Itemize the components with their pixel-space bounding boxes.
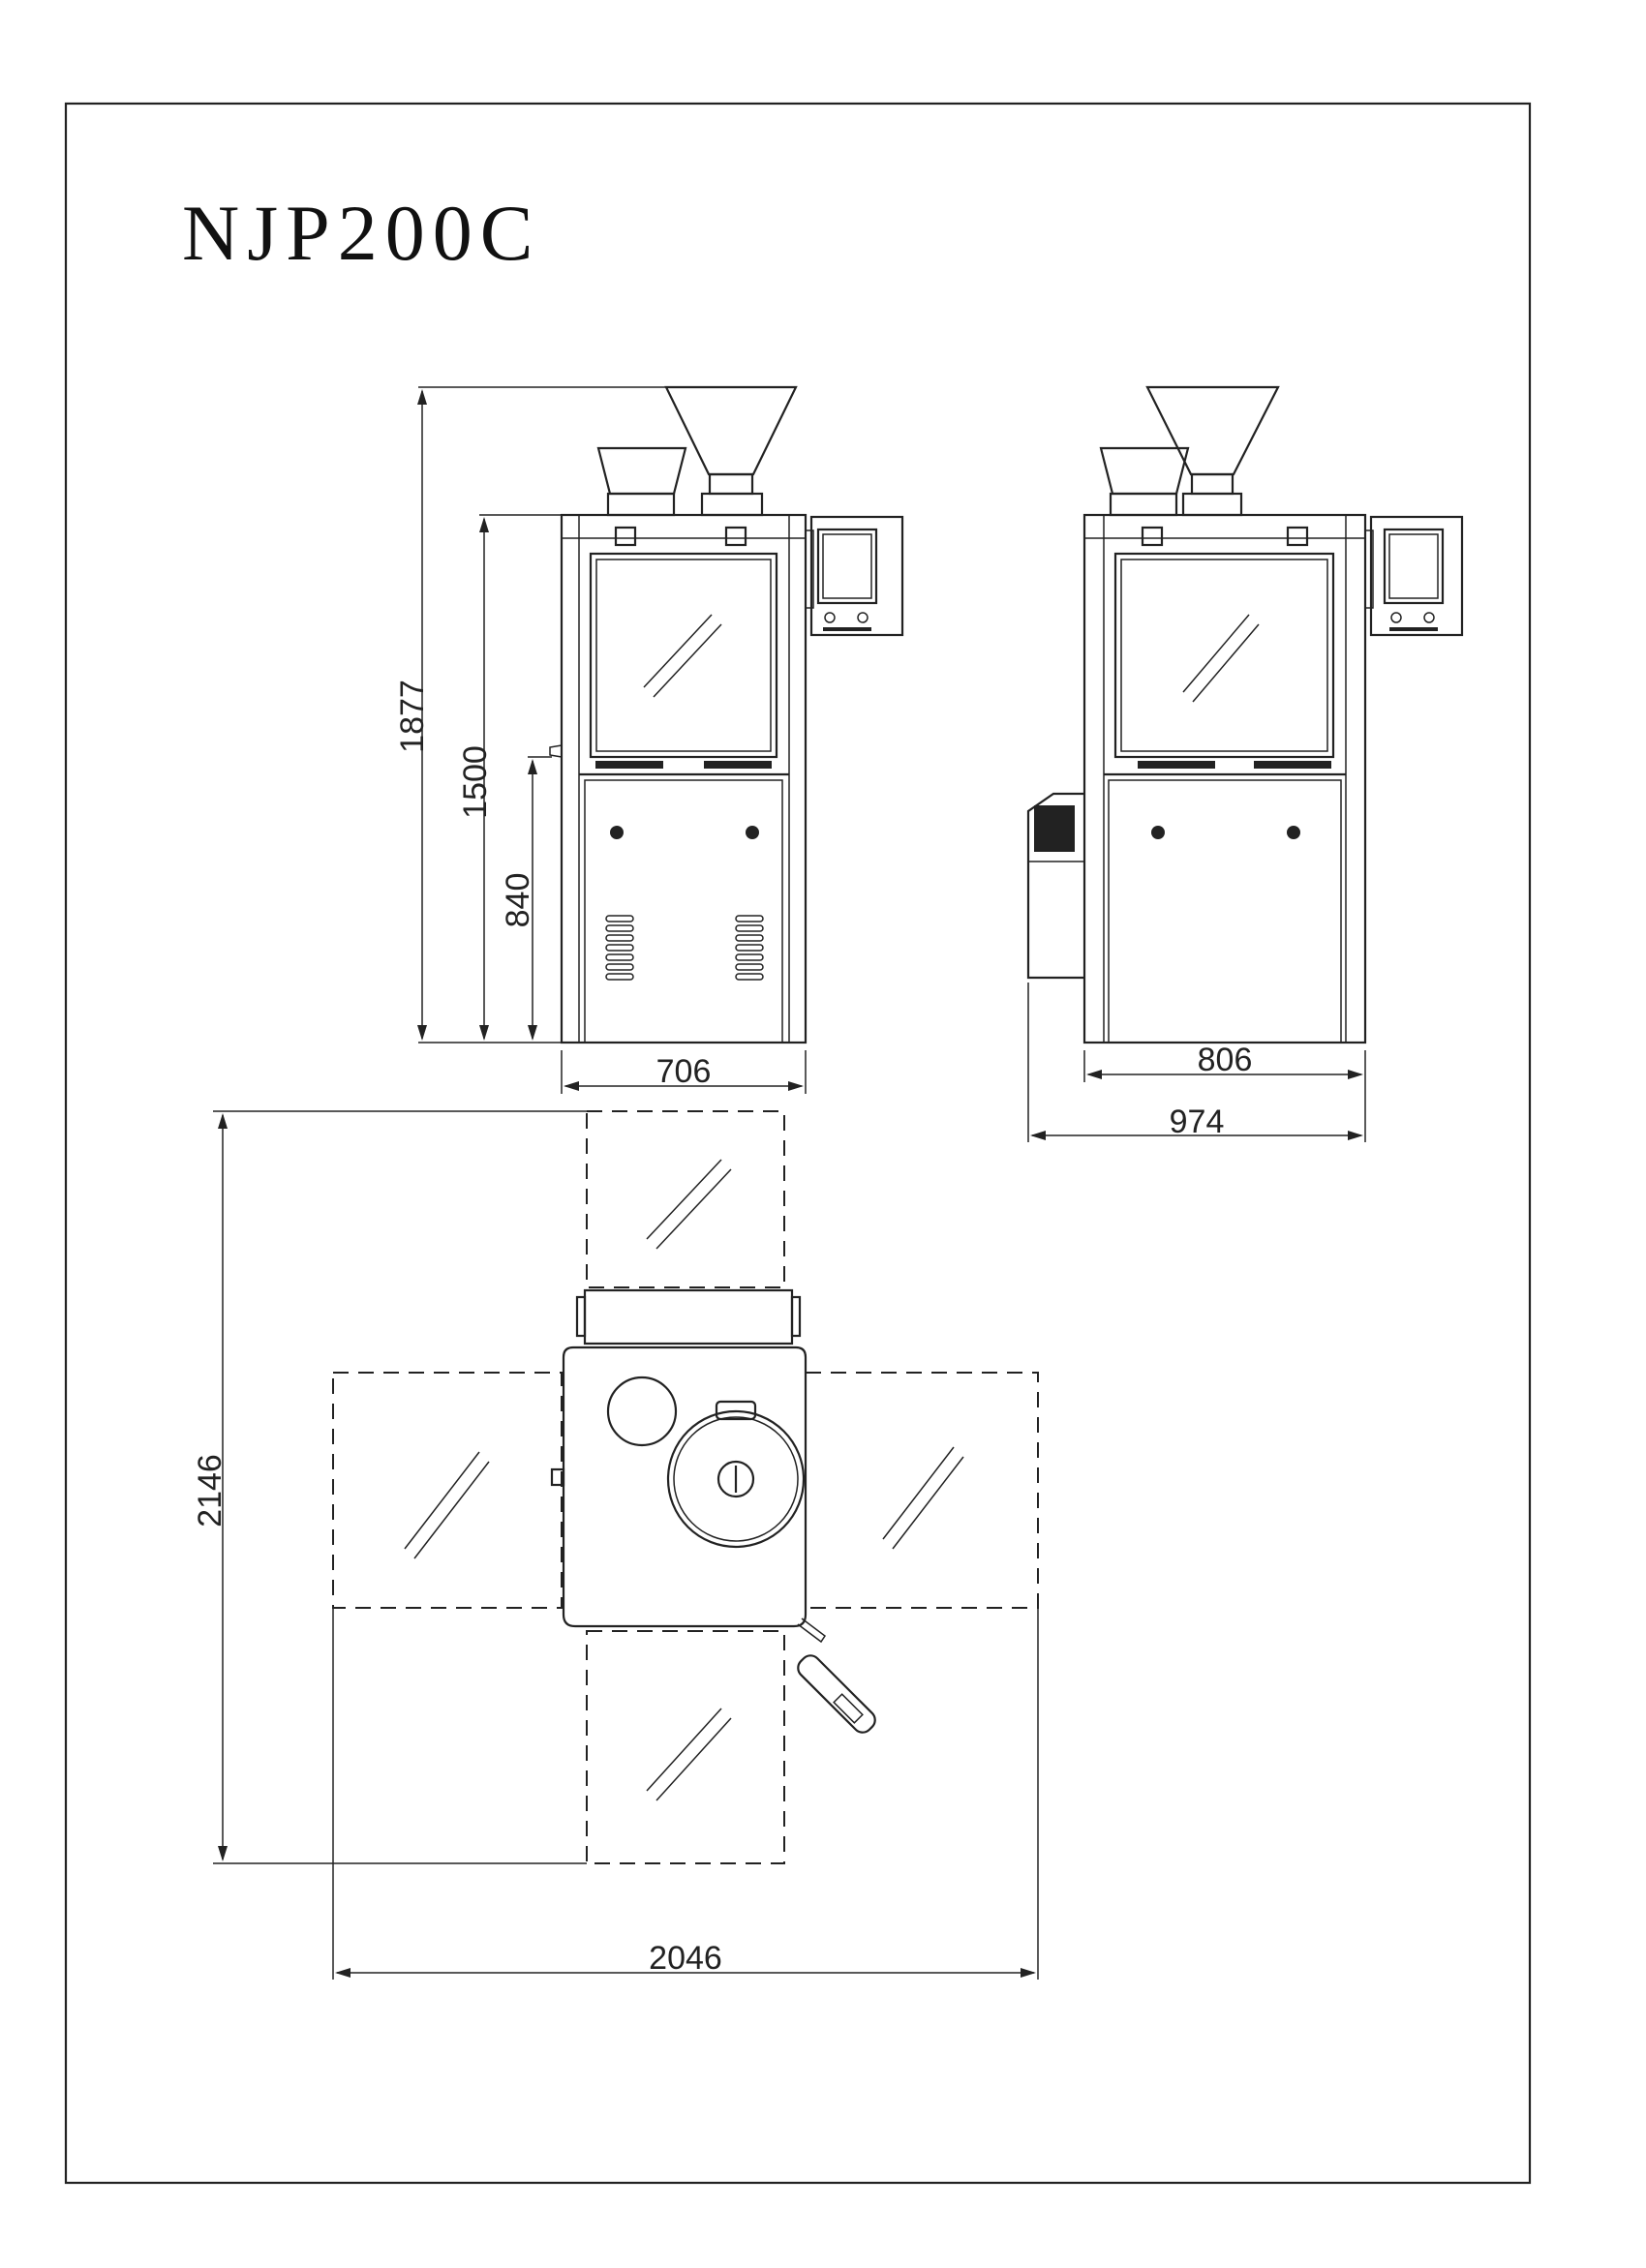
front-cabinet [560, 513, 808, 1044]
front-latch-right [724, 526, 747, 547]
side-cabinet [1082, 513, 1367, 1044]
front-vent-left [605, 915, 634, 981]
top-handle [797, 1618, 876, 1734]
front-view: 1877 1500 840 706 [394, 385, 904, 1094]
side-small-hopper [1099, 446, 1190, 517]
front-vent-right [735, 915, 764, 981]
side-view: 806 974 [1026, 385, 1464, 1142]
side-motor-box [1026, 792, 1084, 980]
dim-top-depth: 2146 [192, 1454, 229, 1527]
front-lower-panel [584, 779, 783, 1043]
front-dimension-lines [417, 386, 807, 1094]
top-view: 2146 2046 [192, 1110, 1039, 1980]
front-window [589, 552, 778, 759]
front-control-panel [805, 515, 904, 637]
dim-body-height: 1500 [457, 745, 494, 819]
top-clearance-zones [332, 1110, 1039, 1864]
front-latch-left [614, 526, 637, 547]
dim-overall-height: 1877 [394, 680, 431, 753]
side-control-panel [1364, 515, 1464, 637]
side-dimension-lines [1027, 983, 1366, 1142]
drawing-frame [64, 102, 1532, 2185]
dim-top-width: 2046 [649, 1940, 722, 1977]
front-knob-right [746, 826, 759, 839]
side-window [1113, 552, 1335, 759]
dim-front-width: 706 [656, 1053, 712, 1090]
dim-side-body-width: 806 [1198, 1042, 1253, 1078]
dim-side-overall-width: 974 [1170, 1104, 1225, 1140]
drawing-title: NJP200C [182, 189, 541, 277]
top-machine-body [550, 1288, 876, 1734]
front-small-hopper [596, 446, 687, 517]
front-knob-left [610, 826, 624, 839]
top-dimension-lines [213, 1110, 1039, 1980]
side-large-hopper [1145, 385, 1280, 517]
dim-lower-height: 840 [500, 873, 536, 928]
